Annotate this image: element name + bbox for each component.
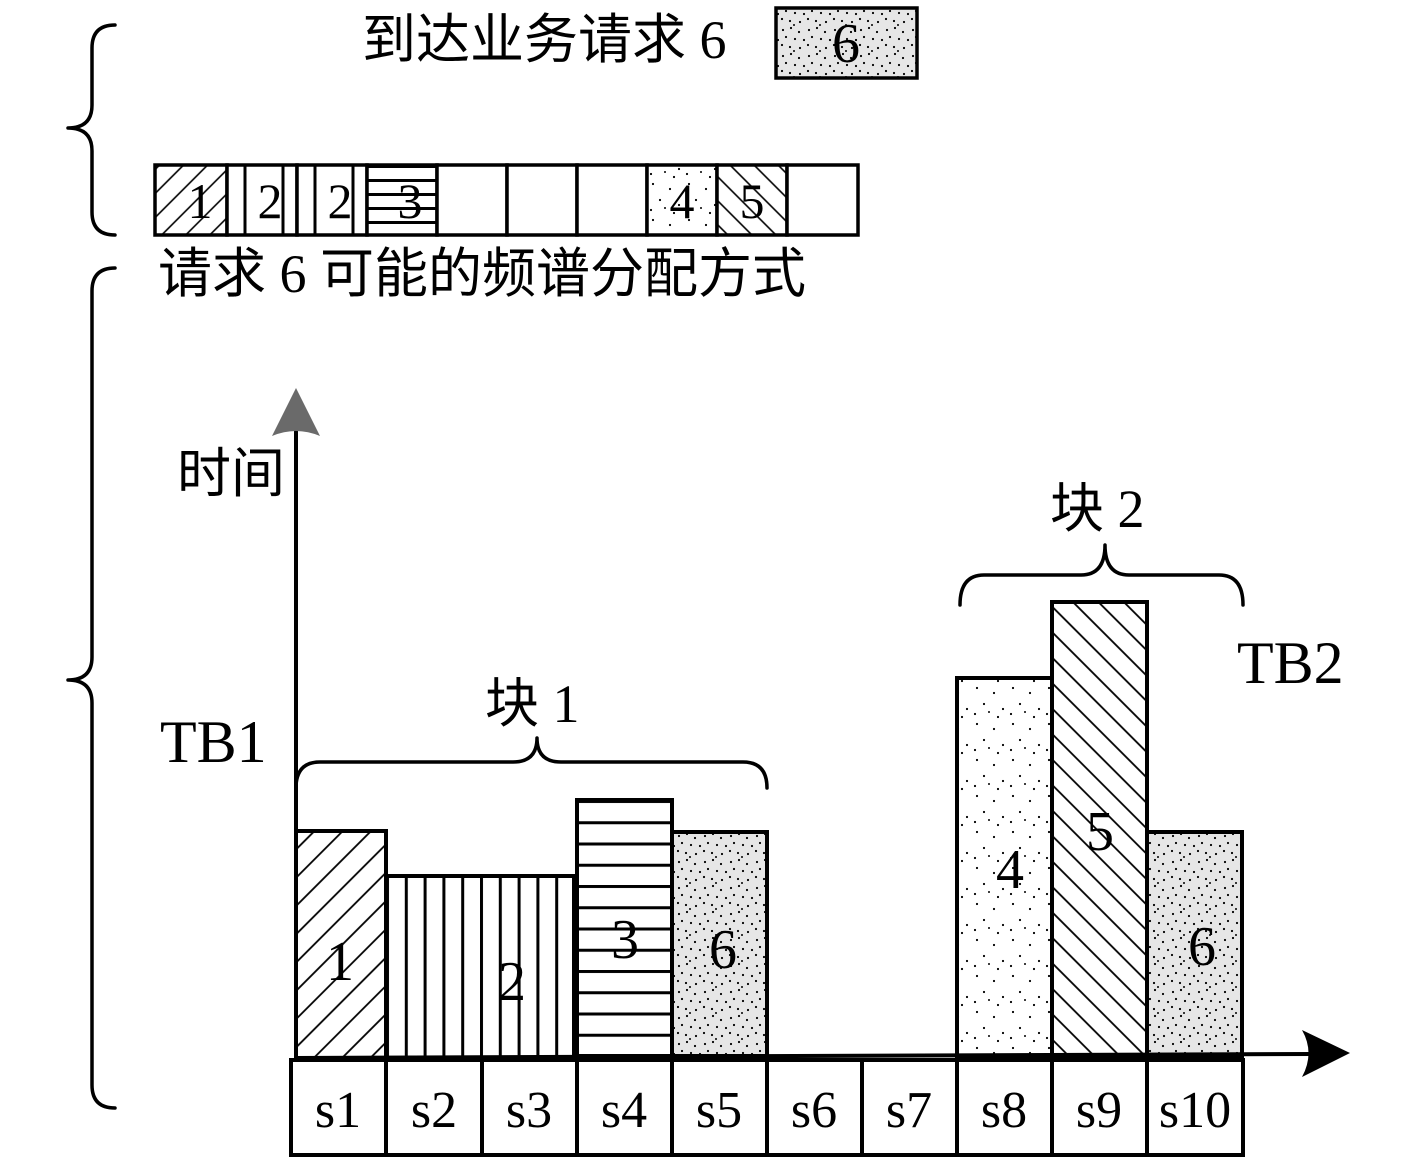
slot-label: s7 — [886, 1082, 932, 1139]
slot-axis — [295, 1052, 1313, 1060]
slot-label: s4 — [601, 1082, 647, 1139]
arrival-request-label: 6 — [832, 13, 860, 75]
spectrum-cell-label: 5 — [740, 173, 765, 229]
bottom-curly-brace — [66, 266, 117, 1110]
spectrum-cell — [505, 163, 579, 237]
bar-request-3: 3 — [575, 798, 674, 1058]
spectrum-cell-label: 2 — [258, 173, 283, 229]
slot-label: s3 — [506, 1082, 552, 1139]
spectrum-cell — [575, 163, 649, 237]
arrival-request-text: 到达业务请求 6 — [362, 10, 727, 70]
block-2-brace — [958, 543, 1245, 607]
block-2-label: 块 2 — [1050, 479, 1145, 539]
spectrum-cell-label: 4 — [670, 173, 695, 229]
bar-rect — [955, 676, 1054, 1058]
current-spectrum-row: 1 2 2 3 4 5 — [153, 163, 860, 237]
bar-label: 1 — [326, 931, 354, 993]
tb2-label: TB2 — [1237, 630, 1344, 696]
arrival-request-rect — [774, 6, 919, 80]
slot-row: s1 s2 s3 s4 s5 s6 s7 s8 s9 s10 — [289, 1058, 1245, 1157]
slot-cell — [765, 1058, 864, 1157]
time-axis-arrowhead — [272, 388, 320, 436]
block-1-brace — [294, 736, 769, 790]
slot-label: s1 — [315, 1082, 361, 1139]
arrival-request-box: 6 — [774, 6, 919, 80]
allocation-caption: 请求 6 可能的频谱分配方式 — [158, 244, 806, 304]
slot-cell — [1145, 1058, 1245, 1157]
slot-label: s8 — [981, 1082, 1027, 1139]
spectrum-cell — [715, 163, 789, 237]
bar-request-1: 1 — [294, 829, 388, 1060]
slot-cell — [670, 1058, 769, 1157]
bar-label: 6 — [1188, 916, 1216, 978]
bar-label: 2 — [498, 951, 526, 1013]
spectrum-cell — [225, 163, 299, 237]
tb1-label: TB1 — [160, 709, 267, 775]
bar-request-2: 2 — [384, 874, 576, 1060]
top-curly-brace — [66, 23, 117, 237]
spectrum-cell — [365, 163, 439, 237]
spectrum-cell — [435, 163, 509, 237]
slot-axis-arrowhead — [1302, 1030, 1350, 1077]
bar-rect — [384, 874, 576, 1060]
bar-label: 6 — [709, 919, 737, 981]
slot-label: s6 — [791, 1082, 837, 1139]
bar-label: 3 — [611, 909, 639, 971]
bar-label: 5 — [1086, 801, 1114, 863]
bar-rect — [1050, 600, 1149, 1058]
spectrum-cell — [785, 163, 860, 237]
spectrum-cell-label: 1 — [188, 173, 213, 229]
bar-rect — [670, 830, 769, 1058]
slot-cell — [1050, 1058, 1149, 1157]
time-axis-label: 时间 — [177, 444, 285, 504]
bar-request-4: 4 — [955, 676, 1054, 1058]
bar-label: 4 — [996, 839, 1024, 901]
spectrum-cell-label: 2 — [328, 173, 353, 229]
slot-label: s2 — [411, 1082, 457, 1139]
bar-request-6-block-2: 6 — [1145, 830, 1244, 1058]
slot-label: s10 — [1159, 1082, 1231, 1139]
slot-label: s5 — [696, 1082, 742, 1139]
spectrum-cell — [153, 163, 229, 237]
spectrum-cell-label: 3 — [398, 173, 423, 229]
slot-cell — [955, 1058, 1054, 1157]
slot-label: s9 — [1076, 1082, 1122, 1139]
block-1-label: 块 1 — [485, 674, 580, 734]
bar-request-5: 5 — [1050, 600, 1149, 1058]
bar-request-6-block-1: 6 — [670, 830, 769, 1058]
